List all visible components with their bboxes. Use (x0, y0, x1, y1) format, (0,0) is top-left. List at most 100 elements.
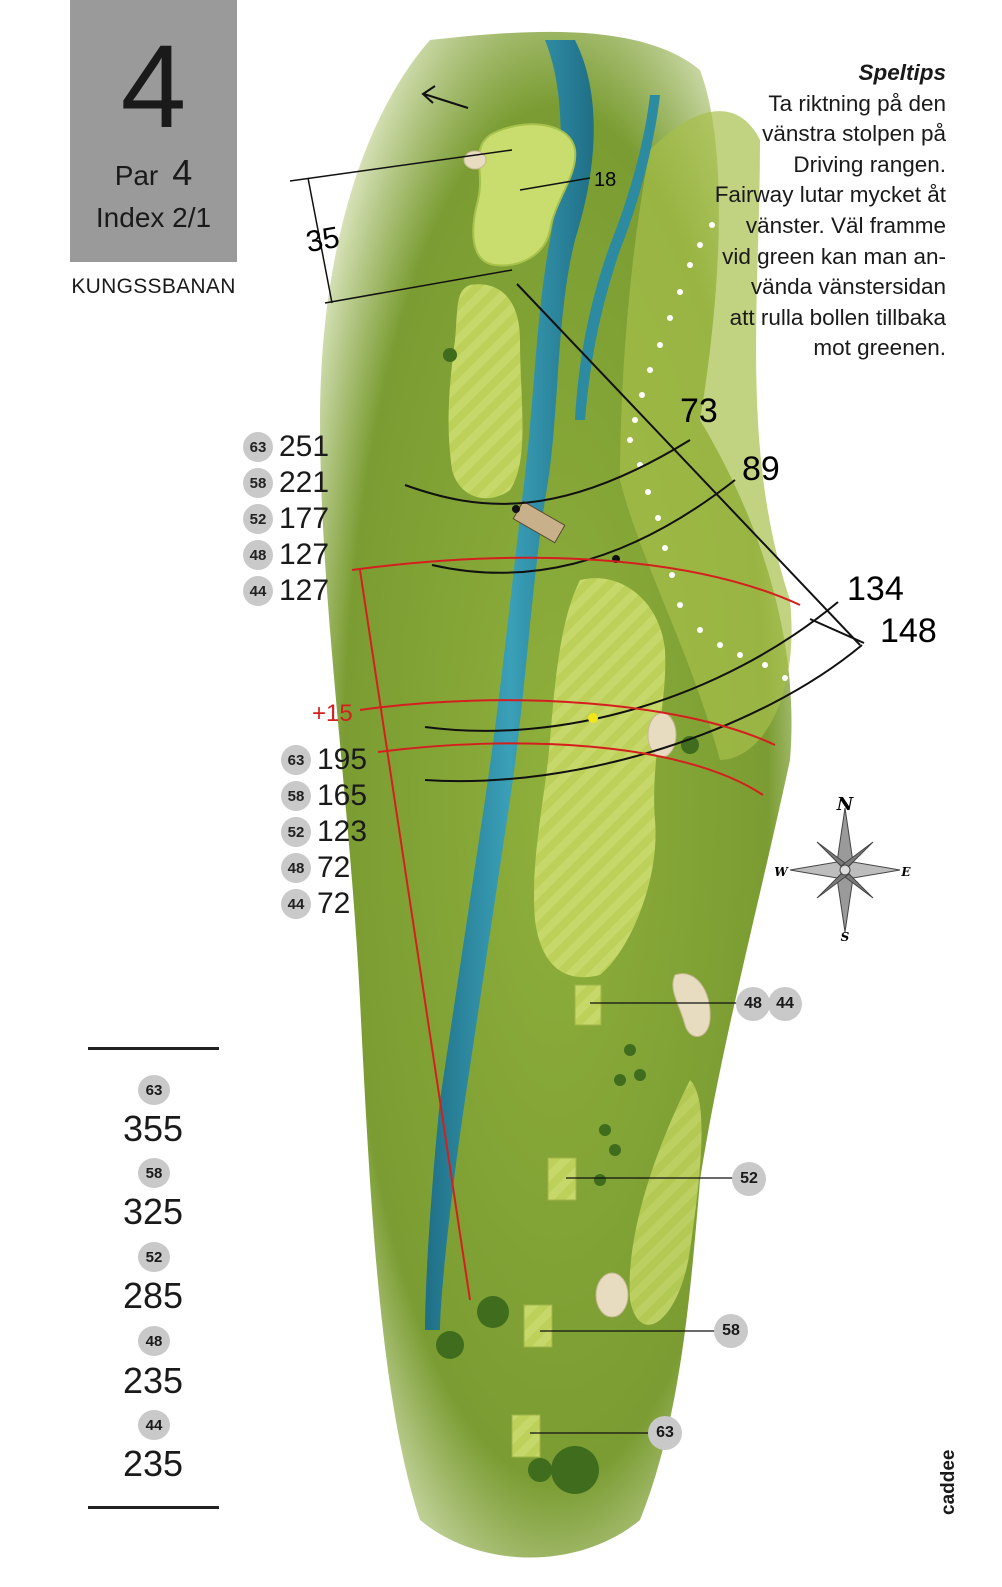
distance-value: 72 (317, 851, 351, 884)
distance-row: 48 127 (243, 538, 329, 572)
ball-marker (588, 713, 598, 723)
tee-badge: 52 (138, 1242, 170, 1272)
tee-badge: 58 (243, 468, 273, 498)
compass-e: E (900, 865, 911, 879)
fairway-main (533, 578, 666, 978)
hole-header: 4 Par 4 Index 2/1 (70, 0, 237, 262)
tee-badge: 58 (281, 781, 311, 811)
arc-label-73: 73 (680, 392, 718, 430)
distance-value: 127 (279, 574, 330, 607)
tee-badge: 48 (243, 540, 273, 570)
green-depth-measure (289, 149, 591, 304)
distance-row: 48 72 (281, 851, 350, 885)
tee-badge: 52 (243, 504, 273, 534)
field-right (620, 111, 792, 760)
hole-length: 235 (122, 1360, 184, 1401)
tee-tag-52: 52 (732, 1162, 766, 1196)
distance-value: 177 (279, 502, 330, 535)
hole-length: 235 (122, 1443, 184, 1484)
compass-rose (789, 807, 901, 933)
hole-number: 4 (120, 21, 187, 153)
divider-top (88, 1047, 219, 1050)
distance-row: 52 123 (281, 815, 367, 849)
tee-badge: 52 (281, 817, 311, 847)
hole-index: Index 2/1 (95, 202, 212, 233)
tips-line: vid green kan man an- (722, 243, 946, 269)
green-marker-label: 18 (594, 169, 616, 191)
distance-value: 195 (317, 743, 368, 776)
arc-label-148: 148 (880, 612, 937, 650)
distance-value: 127 (279, 538, 330, 571)
trees (436, 348, 699, 1494)
tips-line: Ta riktning på den (768, 90, 946, 116)
fairway-upper (448, 284, 523, 499)
tee-box-48-44 (574, 984, 602, 1026)
out-of-bounds-dots (627, 222, 788, 681)
tee-tag-58: 58 (714, 1314, 748, 1348)
hole-length: 355 (122, 1108, 184, 1149)
distance-row: 52 177 (243, 502, 329, 536)
distance-row: 44 72 (281, 887, 350, 921)
distance-value: 123 (317, 815, 368, 848)
distance-row: 58 221 (243, 466, 329, 500)
direction-arrow (421, 85, 469, 109)
tee-badge: 48 (138, 1326, 170, 1356)
distance-value: 165 (317, 779, 368, 812)
distance-row: 63 251 (243, 430, 329, 464)
marker-dot-1 (512, 505, 520, 513)
course-name: KUNGSSBANAN (71, 275, 236, 298)
green-depth-label: 35 (303, 221, 342, 259)
tee-box-52 (547, 1157, 577, 1201)
tips-line: Driving rangen. (793, 151, 946, 177)
water-channel-upper (575, 95, 660, 420)
tee-box-58 (523, 1304, 553, 1348)
green (472, 123, 577, 267)
arc-label-134: 134 (847, 570, 904, 608)
arc-label-89: 89 (742, 450, 780, 488)
par-line: Par 4 (70, 152, 237, 194)
tee-tag-44: 44 (768, 987, 802, 1021)
water-stream (425, 40, 594, 1330)
hole-length: 325 (122, 1191, 184, 1232)
bunker-right (672, 973, 711, 1037)
distance-value: 72 (317, 887, 351, 920)
distance-row: 58 165 (281, 779, 367, 813)
tips-line: vänstra stolpen på (762, 121, 946, 147)
distance-value: 251 (279, 430, 330, 463)
hazard-lines (351, 556, 801, 1301)
tips-line: mot greenen. (813, 335, 946, 361)
tee-leader-lines (530, 1002, 738, 1434)
tips-line: vända vänstersidan (750, 274, 946, 300)
par-value: 4 (172, 152, 193, 193)
tee-badge: 44 (138, 1410, 170, 1440)
bunker-lower (595, 1272, 629, 1318)
tee-badge: 63 (138, 1075, 170, 1105)
tee-tag-63: 63 (648, 1416, 682, 1450)
tee-badge: 44 (243, 576, 273, 606)
tee-box-63 (511, 1414, 541, 1458)
distance-value: 221 (279, 466, 330, 499)
tips-line: att rulla bollen tillbaka (729, 304, 946, 330)
compass-n: N (836, 794, 855, 815)
tee-badge: 48 (281, 853, 311, 883)
tee-tag-48: 48 (736, 987, 770, 1021)
tee-badge: 44 (281, 889, 311, 919)
play-tips: Speltips Ta riktning på den vänstra stol… (646, 58, 946, 364)
hazard-extra-label: +15 (312, 700, 353, 727)
par-label: Par (114, 160, 159, 191)
tee-badge: 63 (243, 432, 273, 462)
tips-title: Speltips (858, 60, 946, 85)
hole-length: 285 (122, 1275, 184, 1316)
brand-logo: caddee (938, 1449, 959, 1515)
tee-badge: 58 (138, 1158, 170, 1188)
divider-bottom (88, 1506, 219, 1509)
compass-s: S (841, 930, 850, 944)
bunker-fairway (647, 712, 677, 758)
tips-line: Fairway lutar mycket åt (714, 182, 946, 208)
tee-badge: 63 (281, 745, 311, 775)
distance-row: 63 195 (281, 743, 367, 777)
fairway-lower (629, 1080, 702, 1325)
compass-w: W (774, 865, 789, 879)
